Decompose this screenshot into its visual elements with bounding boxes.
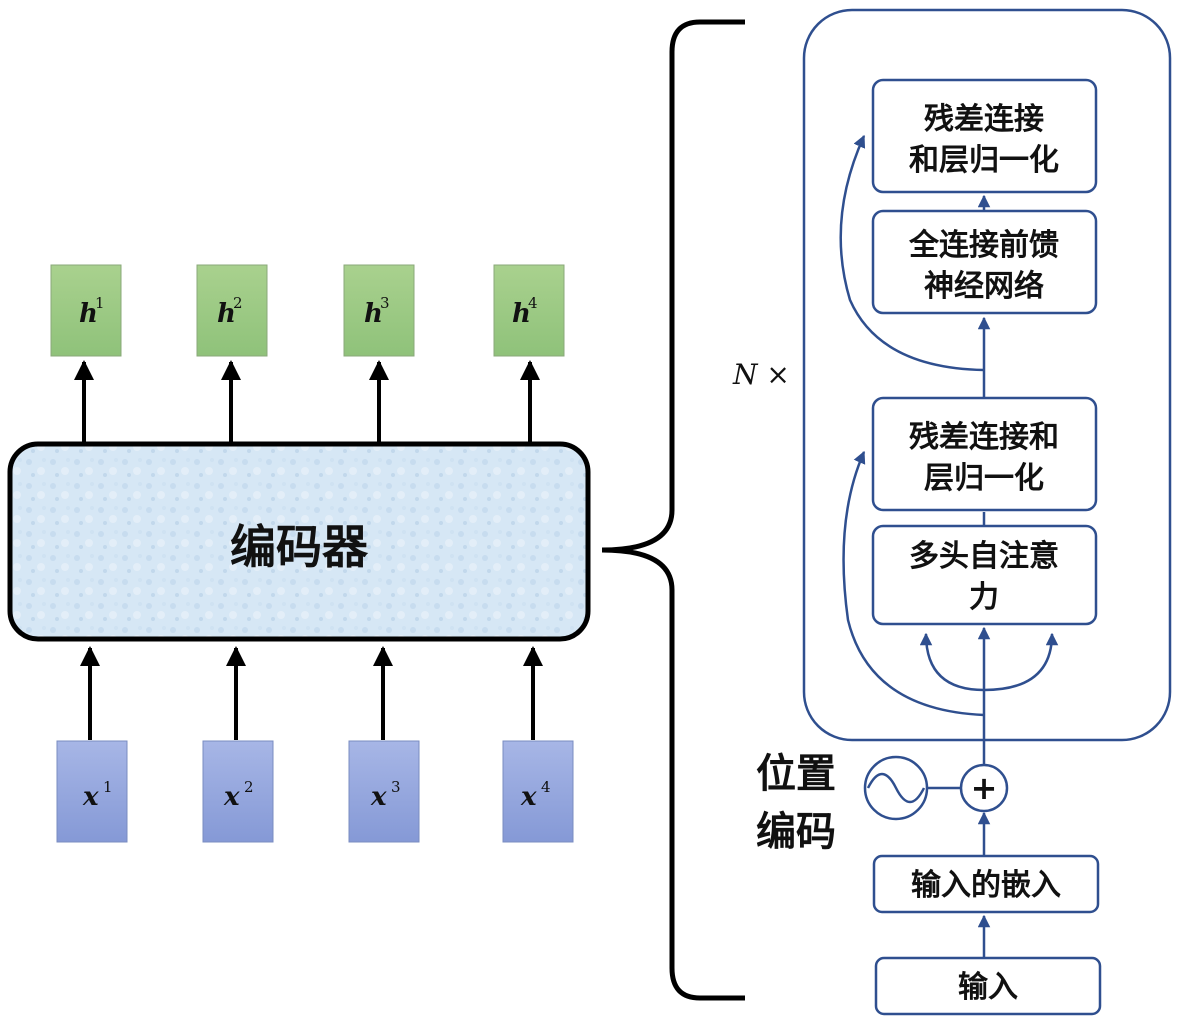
box-label-line2: 和层归一化 [909, 143, 1059, 178]
split-arrow-left [919, 632, 985, 692]
skip-arrow-mhsa [842, 450, 985, 717]
input-sup: 3 [391, 778, 401, 796]
input-sup: 2 [244, 778, 254, 796]
output-sup: 4 [528, 294, 538, 312]
encoder-layer-detail: 残差连接 和层归一化 全连接前馈 神经网络 残差连接和 层归一化 多头自注意 力 [756, 8, 1172, 958]
output-arrows [74, 360, 540, 445]
box-label-line1: 全连接前馈 [908, 228, 1059, 263]
output-box-h3: h 3 [343, 264, 415, 357]
positional-encoding-label-line1: 位置 [756, 751, 836, 797]
box-label-line2: 层归一化 [924, 461, 1044, 496]
add-symbol: + [971, 769, 998, 807]
residual-norm-box-bottom: 残差连接和 层归一化 [871, 396, 1098, 512]
skip-arrow-ffn [839, 134, 985, 372]
input-var: x [520, 782, 537, 812]
output-var: h [364, 299, 383, 329]
input-sup: 4 [541, 778, 551, 796]
output-sup: 2 [233, 294, 243, 312]
output-box-h4: h 4 [493, 264, 565, 357]
encoder-label: 编码器 [230, 520, 369, 574]
output-box-h2: h 2 [196, 264, 268, 357]
ffn-box: 全连接前馈 神经网络 [871, 209, 1098, 315]
output-sup: 3 [380, 294, 390, 312]
output-box-h1: h 1 [50, 264, 122, 357]
input-box-x3: x 3 [348, 740, 420, 843]
input-sup: 1 [103, 778, 113, 796]
output-sup: 1 [95, 294, 105, 312]
output-var: h [79, 299, 98, 329]
split-arrow-right [983, 632, 1059, 692]
residual-norm-box-top: 残差连接 和层归一化 [871, 78, 1098, 194]
detail-arrows [839, 134, 1059, 958]
input-var: x [370, 782, 387, 812]
curly-brace [601, 19, 745, 1001]
input-box-x1: x 1 [56, 740, 128, 843]
input-box-x4: x 4 [502, 740, 574, 843]
box-label-line1: 残差连接和 [909, 420, 1059, 455]
box-label-line2: 力 [969, 580, 999, 615]
layer-container [802, 8, 1172, 742]
box-label-line1: 多头自注意 [909, 539, 1059, 574]
encoder-block: 编码器 [7, 441, 591, 642]
input-var: x [223, 782, 240, 812]
add-node: + [959, 763, 1009, 813]
input-label: 输入 [958, 970, 1018, 1005]
output-var: h [512, 299, 531, 329]
sine-wave-icon [863, 755, 929, 821]
input-arrows [80, 646, 543, 740]
mhsa-box: 多头自注意 力 [871, 524, 1098, 626]
input-embedding-label: 输入的嵌入 [911, 868, 1061, 903]
input-embedding-box: 输入的嵌入 [872, 854, 1100, 914]
positional-encoding-label-line2: 编码 [756, 809, 836, 855]
output-var: h [217, 299, 236, 329]
box-label-line2: 神经网络 [924, 269, 1044, 304]
box-label-line1: 残差连接 [924, 102, 1044, 137]
input-box: 输入 [874, 956, 1102, 1016]
repeat-label: N × [732, 358, 790, 391]
input-box-x2: x 2 [202, 740, 274, 843]
input-var: x [82, 782, 99, 812]
